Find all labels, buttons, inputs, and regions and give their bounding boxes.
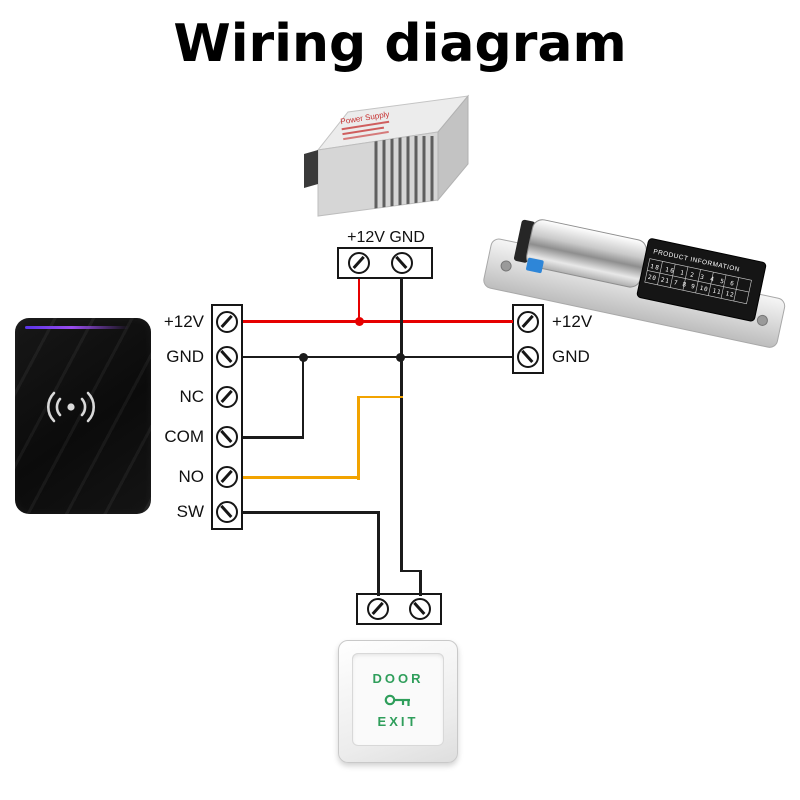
wire-com [243,436,304,439]
wire-no-top [357,395,403,398]
exit-button-panel: DOOR EXIT [352,653,444,746]
wire-no-riser [357,395,360,480]
junction-dot-12v [354,317,364,326]
terminal-label-no: NO [178,467,205,486]
lock-terminal-block [512,304,544,374]
exit-button-device: DOOR EXIT [338,640,458,763]
lock-illustration: PRODUCT INFORMATION 18 16 1 2 3 4 5 6 20… [483,219,786,348]
power-supply: Power Supply [298,88,476,245]
key-icon [384,694,410,706]
terminal-screw-gnd [215,345,238,368]
terminal-screw-sw [215,500,238,523]
lock-end-cap [513,219,536,263]
terminal-screw-nc [215,385,238,408]
psu-side-face [437,94,469,202]
terminal-label-sw: SW [176,502,204,521]
wire-12v [243,320,513,323]
wire-exit-right-drop [419,569,422,596]
lock-label-12v: +12V [552,312,593,331]
exit-button-line1: DOOR [372,670,424,686]
lock-screw-12v [516,310,539,333]
lock-blue-clip [526,257,544,274]
terminal-screw [366,597,389,620]
exit-terminal-block [356,593,442,625]
plate-screw-hole-right [756,314,768,326]
wire-com-riser [301,357,304,439]
terminal-label-gnd: GND [166,347,204,366]
wire-exit-right-jog [400,569,422,572]
power-supply-illustration: Power Supply [304,94,470,217]
contactless-icon [43,384,99,435]
wire-sw-drop [377,511,380,596]
wire-gnd-psu [400,279,403,357]
terminal-label-nc: NC [179,387,204,406]
terminal-screw [347,251,370,274]
terminal-label-com: COM [164,427,204,446]
electric-bolt-lock: PRODUCT INFORMATION 18 16 1 2 3 4 5 6 20… [482,180,800,357]
plate-screw-hole-left [500,260,512,272]
psu-terminal-label: +12V GND [347,229,425,246]
lock-info-box [636,238,767,322]
wire-12v-psu [357,279,360,322]
controller-terminal-block [211,304,243,530]
lock-info-grid [644,258,752,305]
terminal-screw-no [215,465,238,488]
psu-mount-tab [304,150,318,188]
lock-label-gnd: GND [552,347,590,366]
terminal-screw [390,251,413,274]
wire-no [243,476,357,479]
terminal-screw-com [215,425,238,448]
card-reader [15,318,151,514]
psu-terminal-block [337,247,433,279]
terminal-screw-12v [215,310,238,333]
reader-led-strip [25,326,129,329]
wire-sw [243,511,380,514]
terminal-label-12v: +12V [163,312,204,331]
terminal-screw [408,597,431,620]
psu-vents [374,136,434,210]
wire-gnd [243,355,512,358]
wire-exit-right-vertical [400,357,403,572]
lock-screw-gnd [516,345,539,368]
exit-button-line2: EXIT [377,713,419,729]
diagram-title: Wiring diagram [173,14,627,74]
